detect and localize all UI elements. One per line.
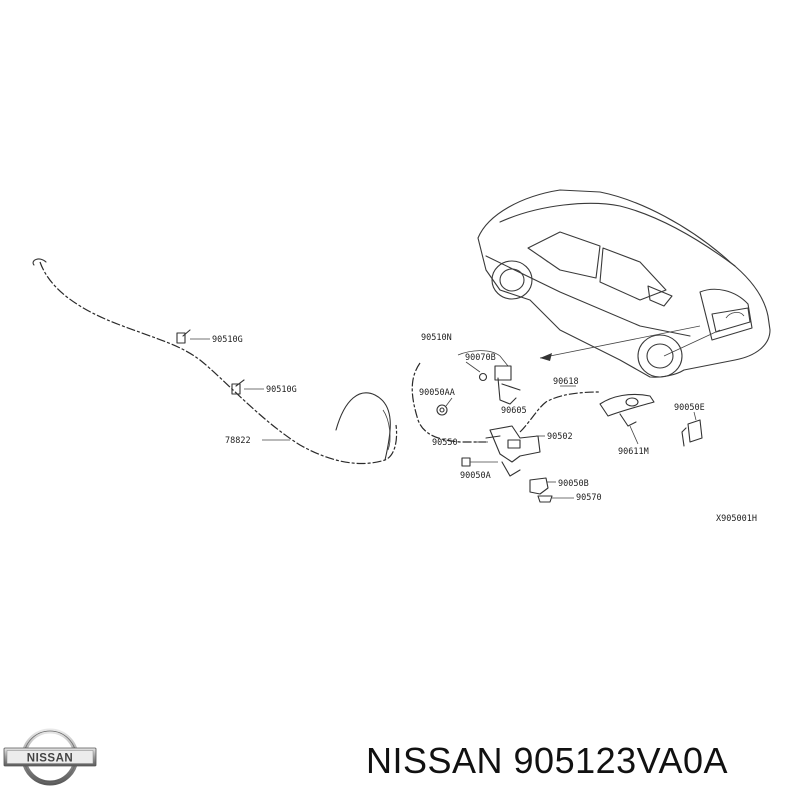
cable-clip-upper: [176, 329, 210, 344]
callout-90611M: 90611M: [618, 447, 649, 457]
drawing-code: X905001H: [716, 514, 757, 524]
callout-90570: 90570: [576, 493, 602, 503]
release-cable: [32, 258, 398, 465]
callout-90050B: 90050B: [558, 479, 589, 489]
part-number-caption: NISSAN 905123VA0A: [366, 740, 729, 781]
logo-text: NISSAN: [27, 753, 73, 765]
callout-90550: 90550: [432, 438, 458, 448]
callout-78822: 78822: [225, 436, 251, 446]
lock-body: [476, 425, 545, 477]
grommet-90050AA: [436, 397, 453, 416]
callout-90050E: 90050E: [674, 403, 705, 413]
callout-90618: 90618: [553, 377, 579, 387]
striker-90570: [529, 477, 574, 503]
callout-90510G-upper: 90510G: [212, 335, 243, 345]
outside-handle: [599, 393, 655, 445]
vehicle-outline: [477, 189, 771, 378]
lock-cable-assembly: [411, 350, 521, 443]
screw-90050A: [461, 457, 498, 467]
nissan-logo-icon: NISSAN: [3, 728, 97, 786]
callout-90070B: 90070B: [465, 353, 496, 363]
pointer-arrows: [539, 325, 721, 361]
callout-90050A: 90050A: [460, 471, 491, 481]
cable-clip-lower: [231, 379, 264, 395]
callout-90510N: 90510N: [421, 333, 452, 343]
callout-90510G-lower: 90510G: [266, 385, 297, 395]
callout-90605: 90605: [501, 406, 527, 416]
callout-labels: 90510G 90510G 78822 90510N 90070B 90050A…: [212, 333, 757, 524]
bracket-90050E: [681, 411, 703, 447]
lock-rod: [519, 385, 601, 433]
callout-90502: 90502: [547, 432, 573, 442]
callout-90050AA: 90050AA: [419, 388, 455, 398]
